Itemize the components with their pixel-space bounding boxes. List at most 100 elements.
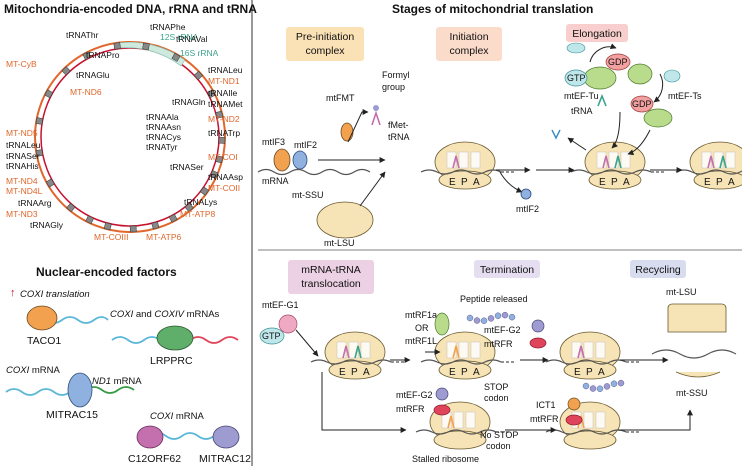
fmet-label-line2: tRNA (388, 132, 410, 142)
mitrac15-group: COXI mRNA ND1 mRNA MITRAC15 (5, 365, 142, 421)
amino-acid (487, 315, 495, 322)
mtdna-left-label: MT-ND4L (6, 186, 43, 196)
stage-recyc-box (630, 260, 686, 278)
mtdna-right-label: tRNATrp (208, 128, 240, 138)
gene-mark (142, 42, 150, 51)
title-mtdna: Mitochondria-encoded DNA, rRNA and tRNA (4, 2, 257, 16)
mtefts-label: mtEF-Ts (668, 91, 702, 101)
gene-mark (151, 221, 160, 230)
mtlsu-label: mt-LSU (324, 238, 355, 248)
gene-mark (215, 110, 224, 119)
mtdna-left-label: MT-COIII (94, 232, 128, 242)
site-label-p: P (461, 177, 468, 188)
stage-transloc-line2: translocation (301, 278, 361, 290)
mtdna-left-label: tRNAGlu (76, 70, 110, 80)
taco1-group: ↑ COXI translation TACO1 (10, 287, 109, 347)
gdp-label-1: GDP (608, 57, 628, 67)
amino-acid (610, 380, 618, 387)
stage-transloc-line1: mRNA-tRNA (301, 264, 361, 276)
bottom-labels: mtEF-G1 GTP mtRF1a OR mtRF1L Peptide rel… (259, 287, 737, 464)
mtdna-right-label: tRNAGln (172, 97, 206, 107)
mtdna-right-label: tRNASer (170, 162, 204, 172)
or-label: OR (415, 323, 429, 333)
site-label-a: A (728, 177, 735, 188)
mtdna-right-label: 12S rRNA (160, 32, 199, 42)
mtif2-protein (292, 150, 308, 170)
mtdna-left-label: MT-ND3 (6, 209, 38, 219)
site-label-a: A (473, 367, 480, 378)
c12orf62-protein (136, 425, 164, 449)
amino-acid (501, 311, 509, 319)
mtefg2-stalled-label: mtEF-G2 (396, 390, 433, 400)
mtdna-right-label: MT-ATP8 (180, 209, 216, 219)
mtdna-right-label: tRNATyr (146, 142, 178, 152)
stop-label-line1: STOP (484, 382, 508, 392)
gene-mark (61, 66, 71, 76)
gdp-1 (605, 53, 631, 71)
stalled-label: Stalled ribosome (412, 454, 479, 464)
mtdna-right-label: tRNAPhe (150, 22, 186, 32)
mitrac15-note-coxi: COXI mRNA (6, 365, 61, 376)
site-label-e: E (574, 367, 581, 378)
init-scene: mtIF2 (496, 167, 575, 214)
site-label-e: E (449, 367, 456, 378)
mtdna-left-label: tRNAThr (66, 30, 99, 40)
mtdna-right-label: tRNAVal (176, 34, 207, 44)
mtdna-left-label: tRNAArg (18, 198, 52, 208)
site-label-e: E (599, 177, 606, 188)
mtdna-right-label: MT-ND2 (208, 114, 240, 124)
c12orf62-mitrac12-group: COXI mRNA C12ORF62 MITRAC12 (128, 411, 251, 465)
mtdna-left-label: tRNAHis (6, 161, 39, 171)
mrna-label: mRNA (262, 176, 289, 186)
mtfmt-label: mtFMT (326, 93, 355, 103)
site-label-p: P (716, 177, 723, 188)
mtif2-released-protein (520, 188, 532, 200)
amino-acid (603, 383, 611, 390)
mtdna-left-label: MT-CyB (6, 59, 37, 69)
mtefts-icon (663, 69, 681, 83)
ribosome-rescued (545, 401, 640, 450)
gene-mark (184, 202, 194, 213)
lrpprc-protein (156, 325, 194, 351)
mtefg2-label: mtEF-G2 (484, 325, 521, 335)
mtdna-right-label: MT-COII (208, 183, 240, 193)
ict1-label: ICT1 (536, 400, 556, 410)
mtefg1-protein (278, 314, 298, 334)
stage-recyc-label: Recycling (635, 264, 681, 276)
mteftu-protein (583, 66, 617, 90)
site-label-e: E (704, 177, 711, 188)
gdp-2 (630, 95, 654, 113)
nostop-label-line1: No STOP (480, 430, 518, 440)
trna-label: tRNA (571, 106, 593, 116)
mitrac12-label: MITRAC12 (199, 453, 251, 465)
gene-mark (35, 149, 44, 157)
mtif2-label: mtIF2 (294, 140, 317, 150)
mtlsu-recycled-subunit (667, 303, 727, 333)
mtefts-bound-protein (643, 108, 673, 128)
gene-mark (129, 225, 137, 233)
mtrf1l-label: mtRF1L (405, 336, 437, 346)
amino-acid (508, 313, 516, 321)
mitrac12-protein (212, 425, 240, 449)
taco1-note: COXI translation (20, 289, 90, 300)
released-trna-icon (551, 129, 561, 140)
stage-elong-box (566, 24, 628, 42)
c12orf62-label: C12ORF62 (128, 453, 181, 465)
gene-mark (209, 170, 219, 179)
formyl-label-line2: group (382, 82, 405, 92)
amino-acid (473, 317, 481, 324)
gene-mark (113, 42, 121, 50)
mtefg1-label: mtEF-G1 (262, 300, 299, 310)
elong-scene: GTP GDP mtEF-Tu tRNA GDP mtEF-Ts (551, 42, 702, 173)
mtdna-circle (34, 41, 226, 233)
mtif3-label: mtIF3 (262, 137, 285, 147)
stage-elong-label: Elongation (572, 28, 622, 40)
mtdna-right-label: tRNAAsn (146, 122, 181, 132)
taco1-protein (26, 305, 58, 331)
fmet-trna-icon (371, 110, 381, 126)
gene-mark (44, 89, 54, 99)
